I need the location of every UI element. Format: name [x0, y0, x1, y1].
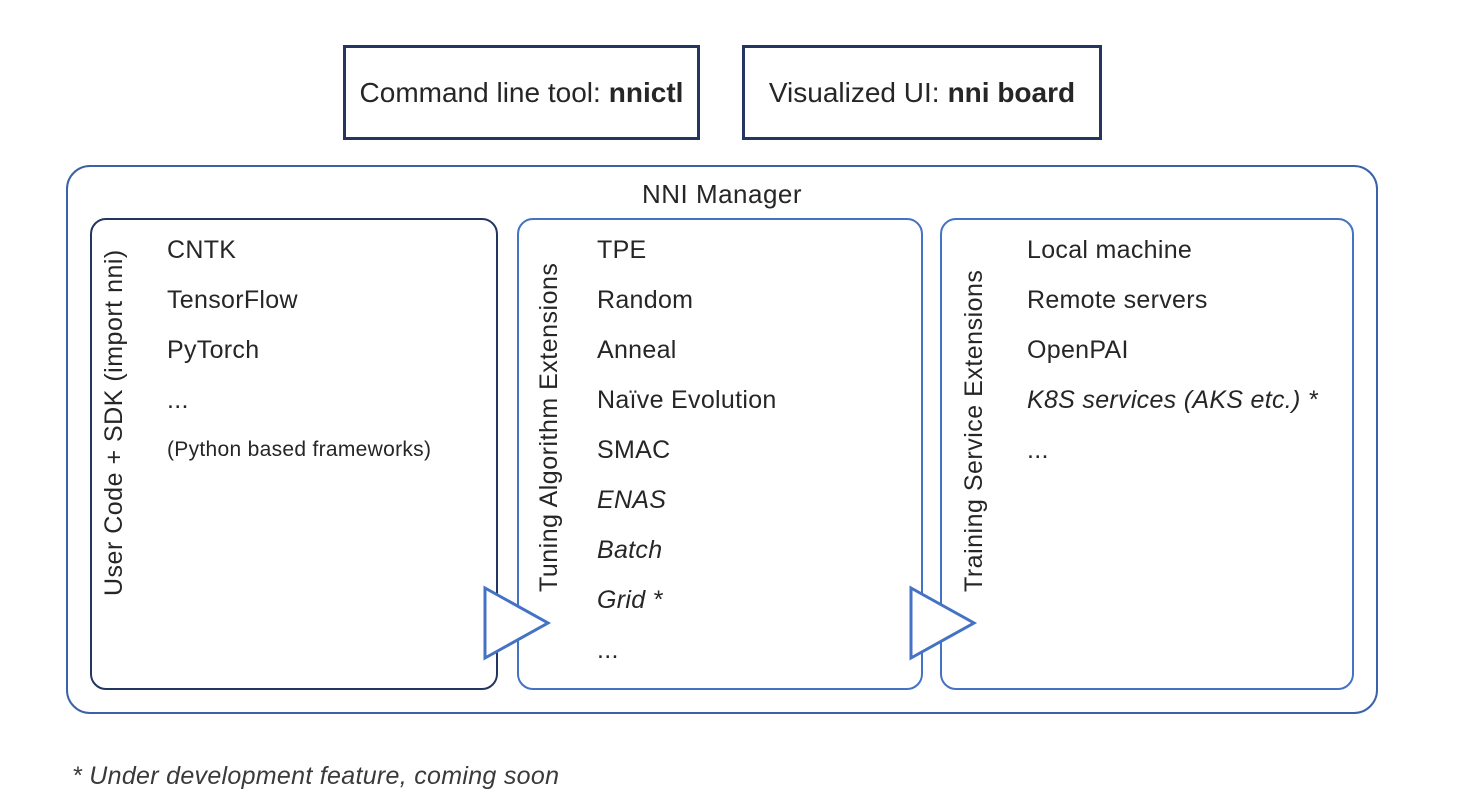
visualized-ui-box: Visualized UI: nni board: [742, 45, 1102, 140]
command-line-tool-label: Command line tool:: [359, 76, 601, 108]
panel-item: Random: [597, 286, 694, 314]
panel-item: TPE: [597, 236, 647, 264]
command-line-tool-name: nnictl: [608, 76, 684, 108]
panel-item: OpenPAI: [1027, 336, 1129, 364]
nni-manager-title: NNI Manager: [641, 179, 803, 209]
panel-item-list: TPE Random Anneal Naïve Evolution SMAC E…: [597, 225, 777, 675]
panel-item: SMAC: [597, 436, 671, 464]
panel-item: Batch: [597, 536, 663, 564]
panel-item: Local machine: [1027, 236, 1193, 264]
training-service-panel: Training Service Extensions Local machin…: [940, 218, 1354, 690]
flow-arrow-icon: [909, 585, 978, 661]
panel-item: PyTorch: [167, 336, 260, 364]
command-line-tool-box: Command line tool: nnictl: [343, 45, 700, 140]
nni-manager-box: NNI Manager: [66, 165, 1378, 714]
panel-item: ...: [597, 636, 619, 664]
panel-item: ...: [167, 386, 189, 414]
panel-side-label: User Code + SDK (import nni): [100, 249, 128, 596]
panel-item-list: Local machine Remote servers OpenPAI K8S…: [1027, 225, 1318, 475]
panel-item: Grid *: [597, 586, 663, 614]
user-code-panel: User Code + SDK (import nni) CNTK Tensor…: [90, 218, 498, 690]
footnote: * Under development feature, coming soon: [72, 762, 560, 790]
panel-item-list: CNTK TensorFlow PyTorch ... (Python base…: [167, 225, 431, 475]
panel-item: (Python based frameworks): [167, 438, 432, 461]
flow-arrow-icon: [483, 585, 552, 661]
panel-item: ...: [1027, 436, 1049, 464]
panel-side-label: Tuning Algorithm Extensions: [535, 262, 563, 592]
panel-item: K8S services (AKS etc.) *: [1027, 386, 1318, 414]
panel-item: Naïve Evolution: [597, 386, 777, 414]
panel-side-label: Training Service Extensions: [960, 269, 988, 592]
visualized-ui-name: nni board: [947, 76, 1076, 108]
panel-item: CNTK: [167, 236, 237, 264]
panel-item: Anneal: [597, 336, 677, 364]
panel-item: ENAS: [597, 486, 667, 514]
panel-item: TensorFlow: [167, 286, 298, 314]
tuning-algorithm-panel: Tuning Algorithm Extensions TPE Random A…: [517, 218, 923, 690]
panel-item: Remote servers: [1027, 286, 1208, 314]
visualized-ui-label: Visualized UI:: [768, 76, 940, 108]
